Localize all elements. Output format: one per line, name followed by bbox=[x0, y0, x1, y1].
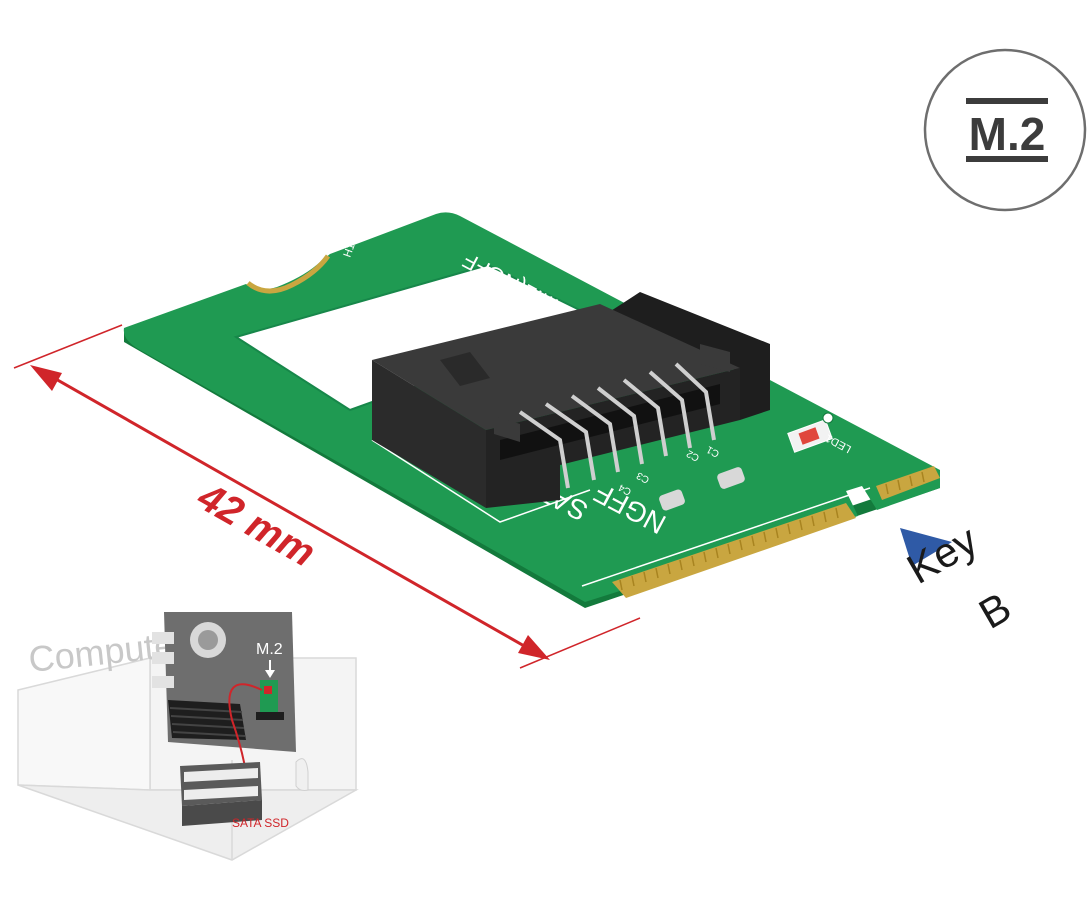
key-arrow-icon bbox=[900, 528, 952, 566]
dimension-label: 42 mm bbox=[190, 474, 323, 576]
silkscreen-cap-1: C4 bbox=[617, 481, 634, 497]
gold-edge-contacts bbox=[612, 466, 940, 598]
sata-pins bbox=[518, 362, 716, 489]
m2-badge: M.2 bbox=[923, 48, 1087, 212]
m2-badge-label: M.2 bbox=[969, 108, 1046, 160]
silkscreen-h1: H1 bbox=[342, 242, 358, 259]
m2-adapter-board: M.2(NGFF H1 SATA NGFF LED1 C3 C4 C2 C1 bbox=[123, 212, 941, 608]
led-component bbox=[787, 419, 833, 453]
key-b-indicator: Key B bbox=[899, 516, 1019, 638]
key-label-line2: B bbox=[971, 583, 1019, 638]
sata-connector bbox=[372, 292, 770, 508]
key-label-line1: Key bbox=[899, 516, 985, 593]
silkscreen-cap-0: C3 bbox=[635, 469, 652, 485]
inset-ssd-label: SATA SSD bbox=[232, 816, 289, 830]
inset-m2-label: M.2 bbox=[256, 641, 283, 658]
silkscreen-cap-3: C1 bbox=[705, 443, 722, 459]
computer-inset: Computer M.2 SATA SSD bbox=[17, 612, 359, 861]
silkscreen-cap-2: C2 bbox=[685, 447, 702, 463]
